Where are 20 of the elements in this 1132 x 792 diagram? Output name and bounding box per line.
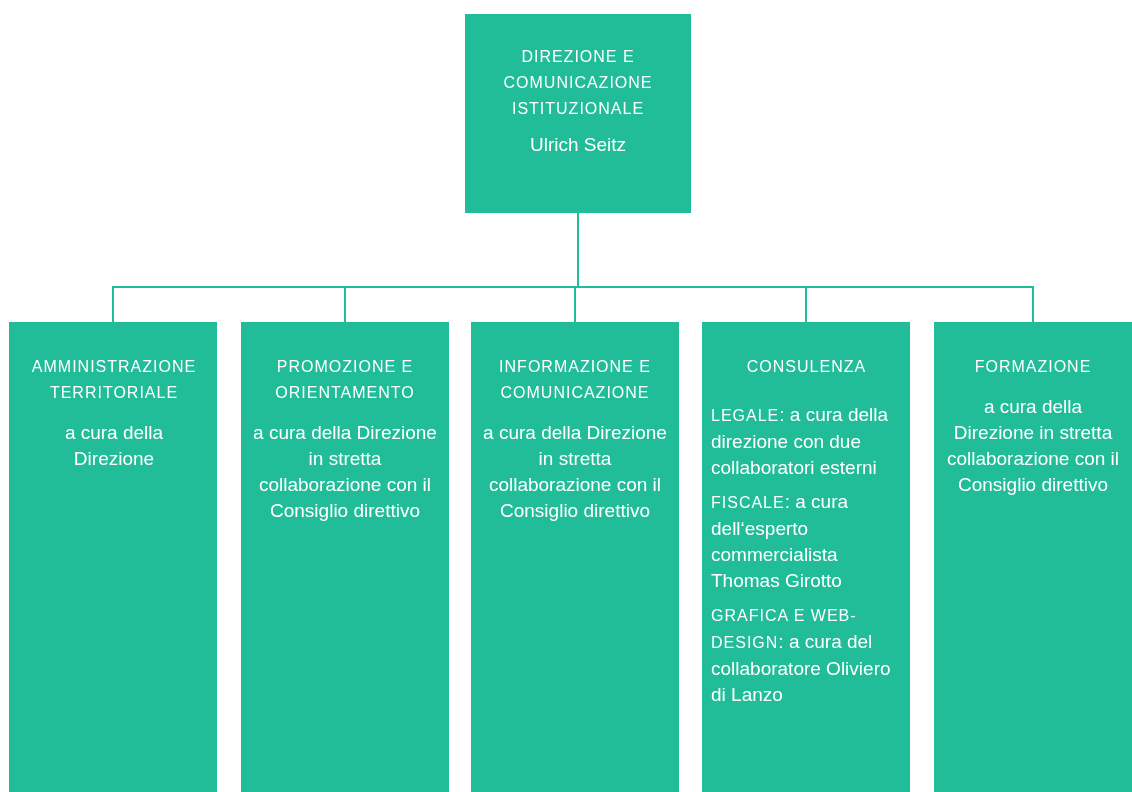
box-description: a cura della Direzione in stretta collaborazione con il Consiglio direttivo — [483, 421, 667, 523]
box-heading: FORMAZIONE — [973, 357, 1093, 377]
box-heading: DIREZIONE E COMUNICAZIONE ISTITUZIONALE — [502, 47, 654, 119]
box-heading: AMMINISTRAZIONE TERRITORIALE — [30, 357, 198, 403]
person-name: Ulrich Seitz — [528, 133, 628, 157]
org-box — [465, 14, 691, 213]
org-box — [9, 322, 217, 792]
box-heading: INFORMAZIONE E COMUNICAZIONE — [498, 357, 652, 403]
box-description: FISCALE: a cura dell‘esperto commercialista Thomas Girotto — [711, 490, 850, 593]
org-box — [934, 322, 1132, 792]
box-description: a cura della Direzione — [63, 421, 165, 471]
org-box — [241, 322, 449, 792]
box-description: a cura della Direzione in stretta collaborazione con il Consiglio direttivo — [945, 395, 1121, 497]
box-heading: CONSULENZA — [745, 357, 868, 377]
box-heading: PROMOZIONE E ORIENTAMENTO — [274, 357, 416, 403]
org-box — [471, 322, 679, 792]
box-description: a cura della Direzione in stretta collaborazione con il Consiglio direttivo — [253, 421, 437, 523]
box-description: LEGALE: a cura della direzione con due collaboratori esterni — [711, 403, 890, 480]
box-description: GRAFICA E WEB-DESIGN: a cura del collaboratore Oliviero di Lanzo — [711, 606, 892, 707]
org-box — [702, 322, 910, 792]
